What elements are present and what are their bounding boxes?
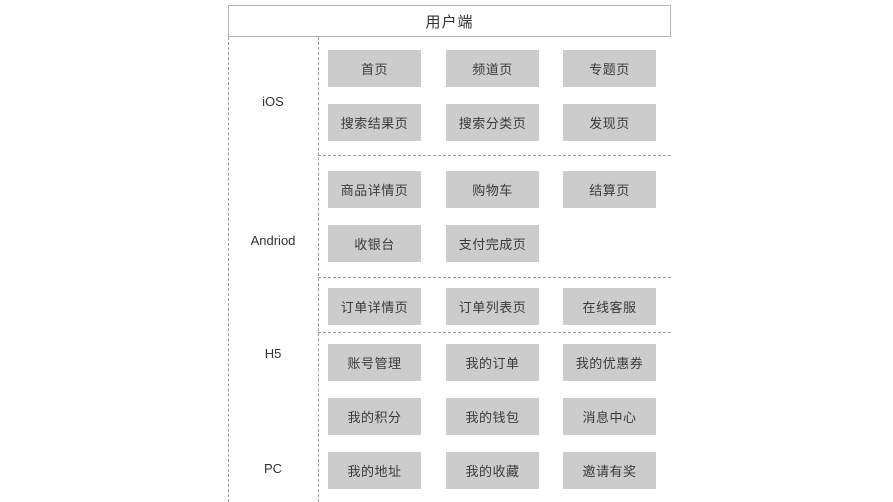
group-separator-3	[318, 332, 671, 333]
page-card[interactable]: 订单详情页	[328, 288, 421, 325]
inner-rail-divider	[318, 37, 319, 502]
page-card[interactable]: 支付完成页	[446, 225, 539, 262]
platform-label-ios: iOS	[262, 94, 284, 109]
page-card[interactable]: 搜索分类页	[446, 104, 539, 141]
page-card[interactable]: 消息中心	[563, 398, 656, 435]
diagram-header: 用户端	[228, 5, 671, 37]
page-card[interactable]: 发现页	[563, 104, 656, 141]
page-card[interactable]: 专题页	[563, 50, 656, 87]
diagram-body: iOS Andriod H5 PC 首页 频道页 专题页 搜索结果页 搜索分类页…	[228, 37, 671, 502]
sitemap-diagram: 用户端 iOS Andriod H5 PC 首页 频道页 专题页 搜索结果页 搜…	[228, 5, 671, 502]
page-card[interactable]: 账号管理	[328, 344, 421, 381]
page-title: 用户端	[425, 13, 474, 31]
page-card[interactable]: 我的订单	[446, 344, 539, 381]
group-separator-2	[318, 277, 671, 278]
page-card[interactable]: 商品详情页	[328, 171, 421, 208]
page-card[interactable]: 我的收藏	[446, 452, 539, 489]
page-card[interactable]: 频道页	[446, 50, 539, 87]
page-card[interactable]: 首页	[328, 50, 421, 87]
page-card[interactable]: 在线客服	[563, 288, 656, 325]
page-card[interactable]: 邀请有奖	[563, 452, 656, 489]
page-card[interactable]: 订单列表页	[446, 288, 539, 325]
page-card[interactable]: 我的地址	[328, 452, 421, 489]
platform-label-pc: PC	[263, 461, 283, 476]
page-card[interactable]: 结算页	[563, 171, 656, 208]
page-card[interactable]: 我的积分	[328, 398, 421, 435]
platform-label-h5: H5	[264, 346, 282, 361]
page-card[interactable]: 购物车	[446, 171, 539, 208]
left-rail-divider	[228, 37, 229, 502]
page-card[interactable]: 搜索结果页	[328, 104, 421, 141]
page-card[interactable]: 收银台	[328, 225, 421, 262]
page-card[interactable]: 我的钱包	[446, 398, 539, 435]
platform-label-android: Andriod	[250, 233, 296, 248]
page-card[interactable]: 我的优惠券	[563, 344, 656, 381]
group-separator-1	[318, 155, 671, 156]
